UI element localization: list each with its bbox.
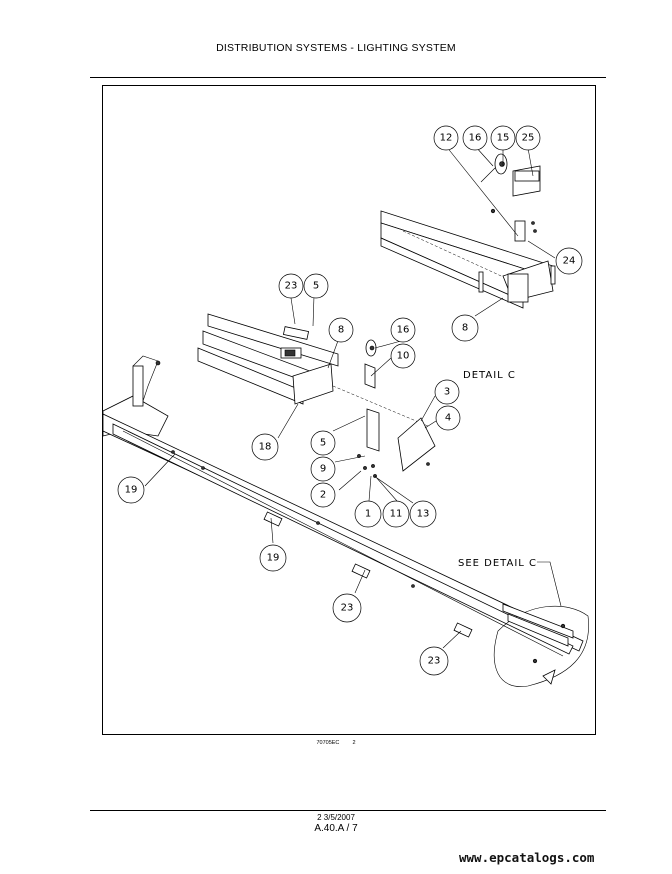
callout-9: 9 [310,456,336,482]
detail-c-inset [494,603,589,687]
callout-leaders [144,145,562,649]
svg-text:24: 24 [563,256,576,267]
footer-rule [90,810,606,811]
callout-23-middle: 23 [278,273,304,299]
svg-text:10: 10 [397,351,410,362]
upper-beam [380,210,556,309]
callout-8-middle: 8 [328,317,354,343]
svg-text:5: 5 [320,438,326,449]
detail-c-label: DETAIL C [463,370,516,381]
callout-12: 12 [433,125,459,151]
upper-lamp-bracket [480,153,541,242]
svg-text:11: 11 [390,509,403,520]
callout-4: 4 [435,405,461,431]
callout-24: 24 [555,247,583,275]
see-detail-c-label: SEE DETAIL C [458,558,537,569]
callout-8-upper: 8 [451,314,479,342]
long-boom [103,413,584,657]
svg-text:1: 1 [365,509,371,520]
svg-text:4: 4 [445,413,451,424]
svg-text:8: 8 [462,323,468,334]
parts-diagram: 12 16 15 25 24 8 23 5 8 16 10 [103,125,589,687]
svg-text:2: 2 [320,490,326,501]
svg-text:23: 23 [428,656,441,667]
callout-2: 2 [310,482,336,508]
callout-10: 10 [390,343,416,369]
svg-text:3: 3 [444,387,450,398]
footer-page-number: A.40.A / 7 [314,823,358,834]
parts-diagram-frame: 12 16 15 25 24 8 23 5 8 16 10 [102,85,596,735]
svg-text:19: 19 [267,553,280,564]
svg-text:15: 15 [497,133,510,144]
svg-text:23: 23 [341,603,354,614]
callout-16-middle: 16 [390,317,416,343]
callout-19-center: 19 [259,544,287,572]
callout-11: 11 [382,500,410,528]
header-rule [90,77,606,78]
svg-text:12: 12 [440,133,453,144]
watermark: www.epcatalogs.com [459,850,595,865]
svg-text:25: 25 [522,133,535,144]
svg-text:16: 16 [469,133,482,144]
figure-id: 70705EC [316,740,340,746]
svg-text:18: 18 [259,442,272,453]
callout-13: 13 [409,500,437,528]
callout-15: 15 [490,125,516,151]
callout-25: 25 [515,125,541,151]
svg-text:19: 19 [125,485,138,496]
middle-lamp-bracket [357,339,436,478]
svg-text:23: 23 [285,281,298,292]
footer-date: 2 3/5/2007 [317,813,355,822]
middle-beam [197,313,429,427]
callout-23-lower-right: 23 [419,646,449,676]
svg-text:16: 16 [397,325,410,336]
callout-23-lower-left: 23 [332,593,362,623]
svg-text:9: 9 [320,464,326,475]
svg-text:8: 8 [338,325,344,336]
figure-id-line: 70705EC 2 [0,740,672,746]
callout-5-upper: 5 [303,273,329,299]
callout-19-left: 19 [117,476,145,504]
svg-text:5: 5 [313,281,319,292]
figure-index: 2 [352,740,356,746]
callout-1: 1 [354,500,382,528]
callout-16-upper: 16 [462,125,488,151]
svg-text:13: 13 [417,509,430,520]
callout-5-middle: 5 [310,430,336,456]
callout-18: 18 [251,433,279,461]
page-title: DISTRIBUTION SYSTEMS - LIGHTING SYSTEM [216,42,456,54]
callout-3: 3 [434,379,460,405]
